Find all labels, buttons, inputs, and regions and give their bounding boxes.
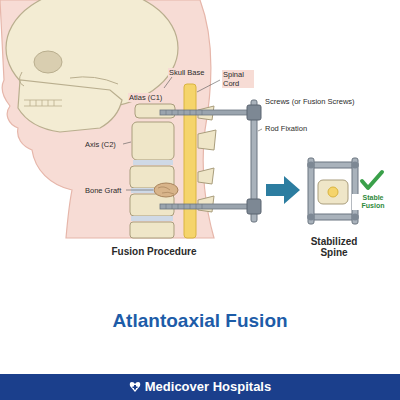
figure-caption: Stabilized Spine [298,236,370,258]
direction-arrow [266,176,300,204]
part-label: Axis (C2) [84,140,117,149]
stabilized-spine [318,180,348,204]
cervical-vertebrae [130,104,216,238]
stabilized-spine [308,214,315,221]
rod-fixation [247,100,261,222]
leader-lines [123,77,262,190]
bone-graft [154,183,178,197]
cervical-vertebrae [131,216,173,221]
stabilized-spine [352,214,359,221]
figure-caption: Fusion Procedure [98,246,210,257]
fusion-screws [160,110,252,115]
fusion-screws [160,110,252,209]
skull [6,0,178,132]
leader-lines [126,190,153,191]
stabilized-spine [308,158,359,224]
stabilized-spine [308,158,314,224]
part-label: Screws (or Fusion Screws) [264,97,356,106]
brand-logo [132,385,137,390]
direction-arrow [266,176,300,204]
part-label: Atlas (C1) [128,93,163,102]
brand-logo [129,381,141,393]
bone-graft [158,187,174,194]
skull [30,100,54,106]
part-label: Rod Fixation [264,124,308,133]
rod-fixation [247,199,261,214]
rod-fixation [247,105,261,120]
check-mark [362,172,382,188]
skull [70,77,118,84]
part-label: Spinal Cord [222,70,254,88]
skull [18,80,122,132]
skull [19,72,24,86]
skull [24,100,62,106]
fusion-screws [166,110,202,115]
leader-lines [123,142,131,144]
spinal-cord [184,84,196,238]
stabilized-spine [328,187,338,197]
footer-band: Medicover Hospitals [0,374,400,400]
leader-lines [197,80,220,92]
status-label: Stable Fusion [352,194,394,210]
cervical-vertebrae [133,160,173,165]
bone-graft [154,183,178,197]
brand-name: Medicover Hospitals [145,379,271,395]
fusion-screws [160,204,252,209]
stabilized-spine [352,158,358,224]
diagram-title: Atlantoaxial Fusion [0,309,400,333]
cervical-vertebrae [198,106,216,212]
cervical-vertebrae [132,122,174,160]
part-label: Skull Base [168,68,205,77]
leader-lines [164,77,172,88]
spinal-cord [184,84,196,238]
brand-logo [130,382,141,392]
leader-lines [258,129,262,131]
fusion-screws [166,204,202,209]
cervical-vertebrae [130,222,174,238]
stabilized-spine [352,162,359,169]
skull [34,51,62,73]
check-mark [362,172,382,188]
stabilized-spine [308,162,358,168]
stabilized-spine [308,162,315,169]
part-label: Bone Graft [84,186,122,195]
stabilized-spine [308,214,358,220]
